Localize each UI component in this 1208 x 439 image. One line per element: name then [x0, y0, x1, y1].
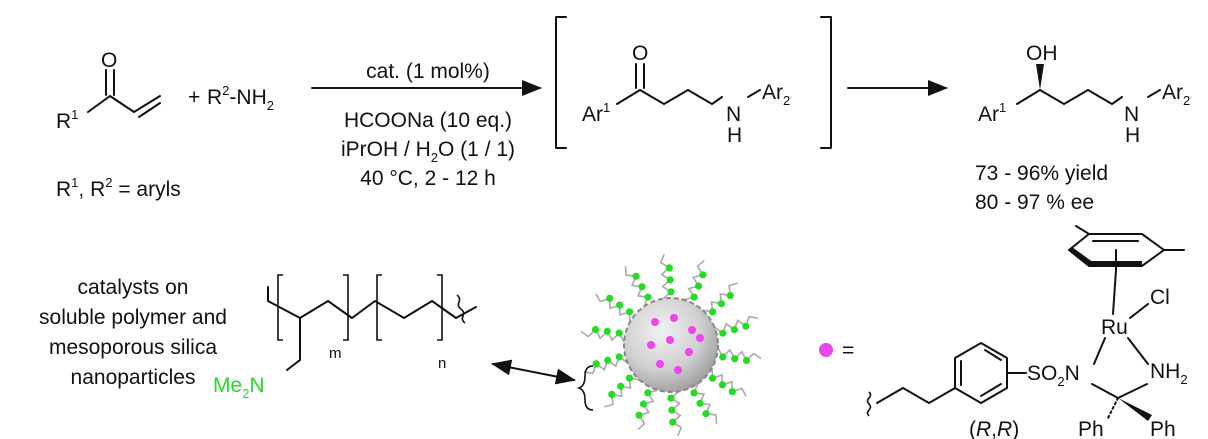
tether-amine-bead	[719, 329, 727, 337]
tether-amine-bead	[719, 353, 727, 361]
product-hydroxyl: OH	[1026, 42, 1058, 65]
phenyl-1: Ph	[1078, 418, 1104, 439]
product-hydrogen: H	[1125, 124, 1140, 147]
polymer-wavy-terminus	[456, 294, 466, 324]
tether-amine-bead	[665, 264, 673, 272]
catalyst-description-1: catalysts on	[78, 276, 189, 299]
tether-amine-bead	[690, 389, 698, 397]
tether-amine-bead	[728, 388, 736, 396]
intermediate-nitrogen: N	[726, 103, 741, 126]
sulfonyl-group: SO2N	[1027, 362, 1080, 389]
intermediate-hydrogen: H	[727, 124, 742, 147]
yield-range: 73 - 96% yield	[975, 162, 1108, 185]
polymer-repeat-m: m	[329, 345, 342, 362]
tether-amine-bead	[615, 353, 623, 361]
product-aminoalcohol: OH Ar1 N H Ar2	[978, 42, 1190, 147]
chloride-ligand: Cl	[1150, 286, 1170, 309]
tether-amine-bead	[742, 356, 751, 365]
tether-amine-bead	[690, 293, 698, 301]
soluble-polymer: Me2N m n	[213, 274, 477, 401]
condition-catalyst: cat. (1 mol%)	[366, 60, 490, 83]
product-ar2: Ar2	[1162, 81, 1190, 108]
tether-amine-bead	[632, 272, 640, 280]
tether-amine-bead	[666, 276, 674, 284]
intermediate-ar1: Ar1	[582, 100, 610, 126]
tether-amine-bead	[592, 360, 600, 368]
legend-equals: =	[842, 339, 854, 362]
tether-brace	[576, 365, 594, 411]
tether-amine-bead	[717, 300, 726, 308]
tether-amine-bead	[635, 411, 643, 419]
stereo-descriptor: (R,R)	[969, 418, 1019, 439]
intermediate-aminoketone: O Ar1 N H Ar2	[555, 16, 832, 149]
tether-amine-bead	[668, 406, 676, 414]
tether-amine-bead	[638, 283, 646, 291]
tether-amine-bead	[644, 389, 652, 397]
tether-amine-bead	[615, 329, 623, 337]
tether-amine-bead	[667, 288, 675, 296]
ruthenium-atom: Ru	[1101, 316, 1128, 339]
tether-amine-bead	[608, 390, 616, 398]
catalyst-description-3: mesoporous silica	[49, 336, 217, 359]
tether-amine-bead	[708, 374, 717, 382]
wedge-bond	[1036, 64, 1044, 90]
tether-amine-bead	[625, 308, 634, 316]
polymer-repeat-n: n	[438, 355, 446, 372]
tether-amine-bead	[730, 326, 738, 334]
tether-amine-bead	[667, 394, 675, 402]
tether-amine-bead	[699, 271, 707, 279]
tether-amine-bead	[625, 374, 634, 382]
substrate-r1: R1	[56, 107, 78, 133]
product-nitrogen: N	[1124, 103, 1139, 126]
tether-amine-bead	[639, 400, 648, 408]
tether-amine-bead	[709, 308, 717, 316]
tether-amine-bead	[644, 293, 652, 301]
substrate-enone: O R1	[56, 49, 161, 133]
amine-nh2: NH2	[1150, 360, 1188, 387]
catalyst-description-4: nanoparticles	[71, 366, 196, 389]
amine-reagent: R2-NH2	[207, 83, 274, 113]
tether-amine-bead	[591, 325, 600, 334]
product-ar1: Ar1	[978, 100, 1006, 126]
active-sites	[647, 314, 704, 374]
condition-temp-time: 40 °C, 2 - 12 h	[360, 167, 496, 190]
equivalence-arrow	[491, 359, 576, 385]
catalyst-description-2: soluble polymer and	[39, 306, 227, 329]
active-site-marker	[819, 343, 833, 357]
polymer-tethers	[580, 253, 762, 437]
tether-amine-bead	[702, 410, 710, 418]
ee-range: 80 - 97 % ee	[975, 191, 1094, 214]
phenyl-2: Ph	[1150, 418, 1176, 439]
substrate-oxygen: O	[101, 49, 117, 72]
tether-amine-bead	[617, 382, 625, 390]
tether-amine-bead	[731, 355, 739, 363]
mesoporous-silica-nanoparticle	[576, 253, 762, 437]
plus-sign: +	[188, 86, 200, 109]
substituents-note: R1, R2 = aryls	[56, 175, 181, 201]
tether-amine-bead	[718, 381, 727, 389]
intermediate-ar2: Ar2	[762, 81, 790, 108]
tether-amine-bead	[603, 327, 611, 335]
tether-amine-bead	[694, 282, 703, 290]
condition-reductant: HCOONa (10 eq.)	[344, 109, 512, 132]
active-site-legend: = SO2N NH2 Ph Ph (R,R) Ru Cl	[819, 225, 1188, 439]
linker-wavy-terminus	[866, 391, 872, 417]
arene-ligand	[1068, 225, 1185, 271]
tether-amine-bead	[604, 356, 612, 364]
tether-amine-bead	[696, 399, 704, 407]
tether-amine-bead	[606, 294, 614, 302]
tether-amine-bead	[669, 418, 677, 426]
tether-amine-bead	[742, 322, 750, 330]
polymer-dimethylamino: Me2N	[213, 374, 265, 401]
intermediate-oxygen: O	[632, 42, 648, 65]
tether-amine-bead	[616, 301, 624, 309]
tether-amine-bead	[726, 292, 734, 300]
silica-sphere	[623, 297, 719, 393]
condition-solvent: iPrOH / H2O (1 / 1)	[341, 138, 515, 165]
